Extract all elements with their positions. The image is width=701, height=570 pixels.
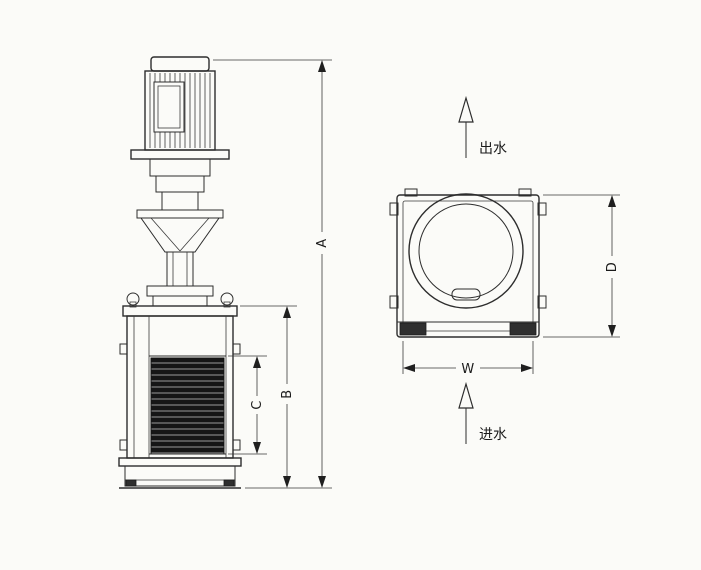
pump-bowl-outer-circle [408,193,524,309]
clamp-tab-left-bottom [389,295,399,309]
dim-a-arrow-bottom [318,476,326,488]
bracket-ribs [150,217,210,252]
clamp-tab-top-left [404,188,418,197]
dim-a-label: A [315,238,330,247]
pump-column-lines [172,252,188,286]
motor-terminal-box-inner [157,85,181,129]
clamp-tab-right-top [537,202,547,216]
base-foot-right [223,479,235,487]
base-plate [118,457,242,467]
dimension-d: D [543,194,620,338]
lifting-eye-right-stem [223,301,231,308]
tank-tab-left-lower [119,439,128,451]
dimension-a: A [213,59,332,489]
outlet-arrow-icon [458,95,474,123]
column-sub-plate [152,295,208,307]
outlet-flow: 出水 [458,95,507,158]
tank-top-plate [122,305,238,317]
motor-flange [130,149,230,160]
dimension-c: C [228,355,267,455]
tank-wall-lines [133,316,227,458]
casing-outline [396,194,540,338]
coupling-block-upper [149,158,211,177]
dim-b-arrow-bottom [283,476,291,488]
dim-d-label: D [605,262,620,273]
pump-column [166,251,194,287]
lifting-eye-right [220,292,234,306]
dim-w-label: W [461,362,474,377]
plan-view: D W 出水 进水 [389,95,620,444]
front-elevation-view: A B C [118,56,332,489]
inlet-arrow-icon [458,381,474,409]
dim-d-arrow-bottom [608,325,616,337]
mount-foot-right [509,322,537,336]
column-flange [146,285,214,297]
filter-element [150,357,225,455]
inlet-label: 进水 [479,427,507,443]
dim-w-arrow-left [403,364,415,372]
tank [119,305,241,459]
inlet-flow: 进水 [458,381,507,444]
bracket-trapezoid [140,217,220,253]
bracket-top-plate [136,209,224,219]
lifting-eye-left [126,292,140,306]
base-box [124,465,236,487]
clamp-tab-left-top [389,202,399,216]
motor [144,56,216,151]
discharge-port [451,288,481,301]
dim-d-arrow-top [608,195,616,207]
pump-bowl-inner-circle [418,203,514,299]
motor-cap [150,56,210,72]
casing-inner-line [402,200,534,332]
clamp-tab-top-right [518,188,532,197]
dim-w-arrow-right [521,364,533,372]
tank-tab-right-lower [232,439,241,451]
dim-c-label: C [250,400,265,410]
dim-b-label: B [280,389,295,398]
tank-tab-right-upper [232,343,241,355]
outlet-label: 出水 [479,141,507,157]
lifting-eye-left-stem [129,301,137,308]
tank-tab-left-upper [119,343,128,355]
clamp-tab-right-bottom [537,295,547,309]
mount-foot-left [399,322,427,336]
coupling-block-mid [155,175,205,193]
casing-square [389,188,547,338]
dimension-b: B [240,305,297,488]
dimension-w: W [402,341,534,377]
base [118,457,242,489]
dim-b-arrow-top [283,306,291,318]
base-foot-left [125,479,137,487]
motor-terminal-box [153,81,185,133]
coupling-block-lower [161,191,199,211]
dim-c-arrow-bottom [253,442,261,454]
coupling-bracket [126,149,234,308]
dim-a-arrow-top [318,60,326,72]
dim-c-arrow-top [253,356,261,368]
